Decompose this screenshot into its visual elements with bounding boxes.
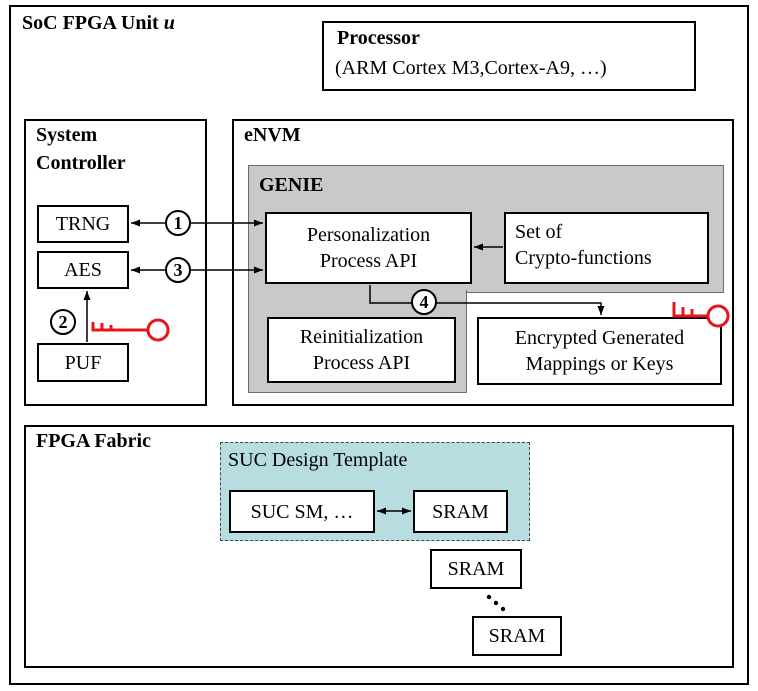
processor-box [322,21,696,91]
personalization-api-box: Personalization Process API [265,212,472,284]
reinit-line2: Process API [312,352,411,374]
soc-title: SoC FPGA Unit u [22,12,175,34]
reinitialization-api-box: Reinitialization Process API [267,317,456,383]
system-controller-title-line1: System [36,124,98,146]
sram-box-2: SRAM [430,549,522,589]
processor-subtitle: (ARM Cortex M3,Cortex-A9, …) [335,57,607,79]
genie-title: GENIE [259,174,324,196]
suc-sm-box: SUC SM, … [229,490,375,533]
step-3-badge: 3 [165,257,191,283]
puf-box: PUF [37,343,129,382]
soc-title-variable: u [163,12,175,34]
crypto-line1: Set of [515,221,563,243]
crypto-line2: Crypto-functions [515,247,652,269]
trng-box: TRNG [37,205,129,243]
fpga-fabric-title: FPGA Fabric [36,430,151,452]
sram-box-3: SRAM [472,616,562,656]
step-4-badge: 4 [411,289,437,315]
encrypted-line2: Mappings or Keys [525,353,674,375]
system-controller-title-line2: Controller [36,152,126,174]
step-2-badge: 2 [50,309,76,335]
processor-title: Processor [337,27,420,49]
envm-title: eNVM [244,124,301,146]
encrypted-mappings-box: Encrypted Generated Mappings or Keys [477,317,722,385]
aes-box: AES [37,251,129,289]
reinit-line1: Reinitialization [299,326,424,348]
personalization-line2: Process API [319,250,418,272]
encrypted-line1: Encrypted Generated [514,327,685,349]
suc-design-template-title: SUC Design Template [228,449,408,471]
sram-box-template: SRAM [413,490,508,533]
crypto-functions-box: Set of Crypto-functions [504,212,709,284]
personalization-line1: Personalization [306,224,431,246]
step-1-badge: 1 [165,210,191,236]
